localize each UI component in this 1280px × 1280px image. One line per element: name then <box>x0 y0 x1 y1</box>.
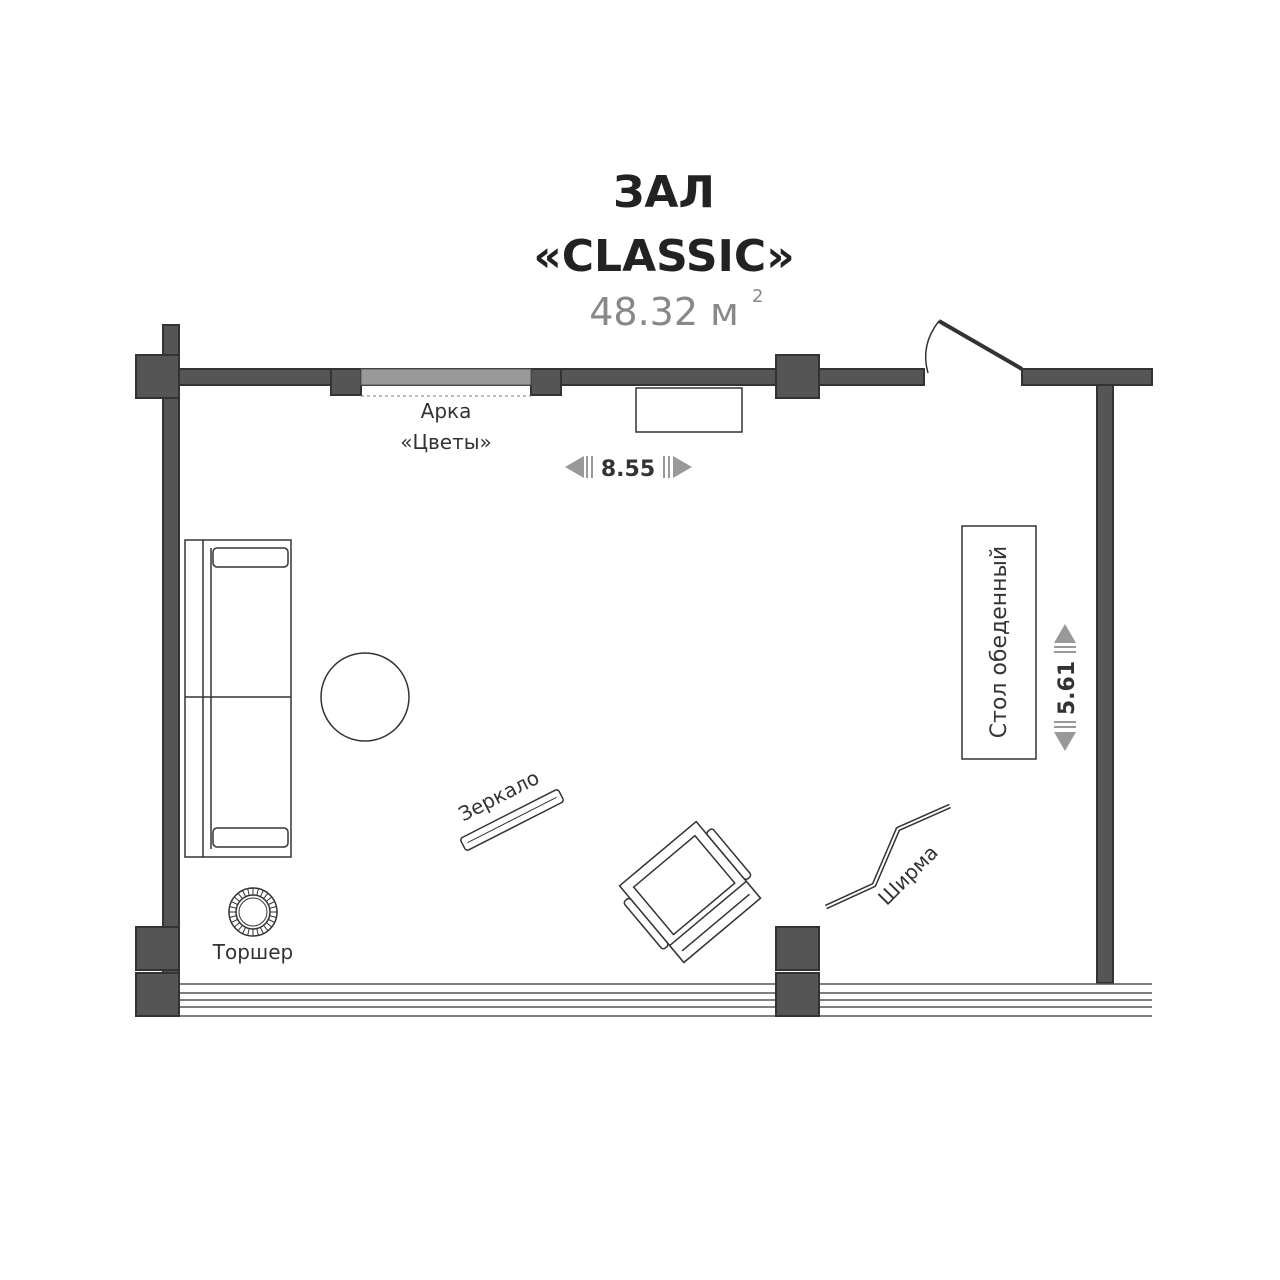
area-value: 48.32 м <box>589 290 739 334</box>
mirror <box>460 789 564 851</box>
lamp-shade-tick <box>237 892 243 900</box>
area-exponent: 2 <box>752 286 763 307</box>
pillar-top-middle <box>775 354 820 399</box>
dim-arrow-right <box>673 456 692 478</box>
lamp-shade-tick <box>247 888 250 896</box>
lamp-shade-tick <box>259 890 264 897</box>
width-dimension <box>565 456 692 478</box>
pillar-top-left <box>135 354 180 399</box>
lamp-shade-tick <box>259 927 264 934</box>
height-dimension <box>1054 624 1076 751</box>
dining-table-label: Стол обеденный <box>987 546 1012 738</box>
lamp-shade-tick <box>256 928 259 936</box>
lamp-shade-tick <box>263 892 269 900</box>
wall-left <box>162 324 180 976</box>
pillar-bottom-left-upper <box>135 926 180 971</box>
dining-table <box>961 525 1037 760</box>
lamp-shade-tick <box>233 896 241 902</box>
height-dimension-label: 5.61 <box>1055 661 1080 715</box>
lamp-shade-tick <box>268 918 275 923</box>
pillar-bottom-left-lower <box>135 972 180 1017</box>
lamp-shade-tick <box>233 922 241 928</box>
dim-arrow-up <box>1054 624 1076 643</box>
sofa <box>184 539 292 858</box>
lamp-shade-tick <box>265 922 273 928</box>
window-bottom <box>179 983 1152 1017</box>
floor-lamp-label: Торшер <box>212 940 293 964</box>
hall-title: ЗАЛ <box>613 167 715 218</box>
console-table <box>635 387 743 433</box>
arch-label: Арка <box>421 399 472 423</box>
armchair <box>618 820 762 964</box>
lamp-shade-tick <box>231 918 238 923</box>
lamp-shade-tick <box>265 896 273 902</box>
lamp-shade-tick <box>229 915 237 918</box>
dim-arrow-left <box>565 456 584 478</box>
lamp-shade-tick <box>256 888 259 896</box>
lamp-shade-tick <box>269 906 277 909</box>
lamp-shade-tick <box>263 924 269 932</box>
lamp-shade-tick <box>229 906 237 909</box>
door <box>924 319 1024 374</box>
folding-screen-inner <box>825 805 951 908</box>
dim-arrow-down <box>1054 732 1076 751</box>
lamp-shade-tick <box>242 927 247 934</box>
lamp-shade-tick <box>247 928 250 936</box>
lamp-shade-tick <box>242 890 247 897</box>
lamp-shade-tick <box>231 901 238 906</box>
lamp-shade-tick <box>237 924 243 932</box>
wall-top-right <box>1021 368 1153 386</box>
lamp-shade-tick <box>268 901 275 906</box>
pillars <box>135 354 820 1017</box>
arch-sublabel: «Цветы» <box>400 430 492 454</box>
hall-name: «CLASSIC» <box>533 231 794 282</box>
wall-right <box>1096 384 1114 984</box>
lamp-shade-tick <box>269 915 277 918</box>
floor-lamp <box>228 887 278 937</box>
coffee-table <box>320 652 410 742</box>
width-dimension-label: 8.55 <box>601 457 655 482</box>
arch <box>330 368 562 397</box>
pillar-bottom-middle-upper <box>775 926 820 971</box>
pillar-bottom-middle-lower <box>775 972 820 1017</box>
